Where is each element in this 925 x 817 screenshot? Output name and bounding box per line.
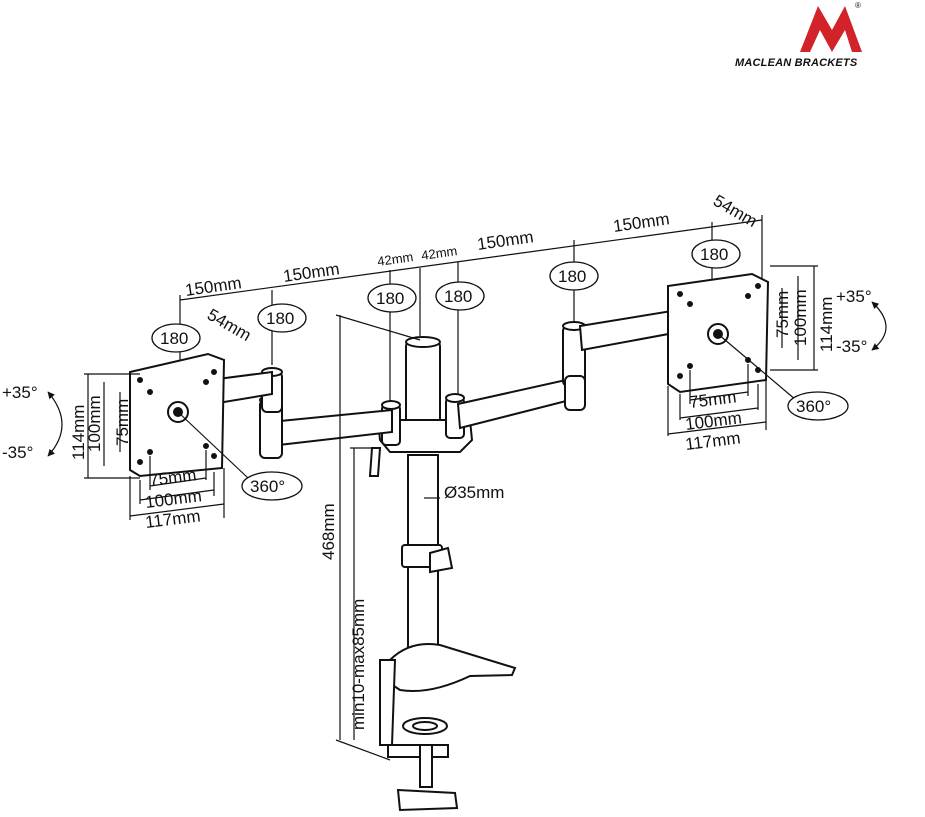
logo-text: MACLEAN BRACKETS (735, 57, 858, 69)
clamp-foot (387, 744, 449, 758)
pole-top (405, 341, 441, 433)
base-plate (383, 643, 517, 693)
svg-text:180: 180 (558, 267, 586, 286)
dim-center-42a: 42mm (376, 249, 414, 269)
right-h114: 114mm (817, 297, 836, 352)
rotation-badge-360-right: 360° (787, 391, 849, 421)
brand-logo: ® MACLEAN BRACKETS (735, 1, 862, 69)
rotation-badge-360-left: 360° (241, 471, 303, 501)
svg-text:180: 180 (444, 287, 472, 306)
right-tilt-down: -35° (836, 337, 867, 356)
dim-right-150b: 150mm (612, 209, 671, 236)
arms (208, 306, 691, 459)
rotation-badge-5: 180 (549, 261, 599, 291)
clamp-frame (379, 659, 397, 746)
dimension-lines (47, 215, 887, 761)
left-h114: 114mm (69, 405, 88, 460)
registered-mark: ® (855, 1, 861, 10)
left-tilt-down: -35° (2, 443, 33, 462)
right-vesa-plate (667, 272, 770, 394)
collar-knob (429, 546, 454, 574)
pole-diameter-label: Ø35mm (444, 483, 504, 502)
left-tilt-up: +35° (2, 383, 38, 402)
dim-left-150b: 150mm (282, 259, 341, 286)
clamp-screw (419, 744, 433, 788)
rotation-badge-1: 180 (151, 323, 201, 353)
left-vesa-plate (129, 352, 226, 478)
pole-labels: Ø35mm 468mm min10-max85mm (319, 483, 504, 730)
rotation-badge-3: 180 (367, 283, 417, 313)
svg-text:360°: 360° (250, 477, 285, 496)
dim-right-54: 54mm (710, 191, 760, 231)
clamp-disc-hole (412, 721, 438, 731)
svg-text:180: 180 (376, 289, 404, 308)
rotation-badges: 180 180 180 180 180 180 360° 360° (151, 239, 849, 501)
stand (368, 336, 517, 812)
svg-text:180: 180 (700, 245, 728, 264)
dim-right-150a: 150mm (476, 227, 535, 254)
clamp-handle (396, 788, 459, 812)
clamp-range-label: min10-max85mm (349, 599, 368, 730)
svg-text:360°: 360° (796, 397, 831, 416)
right-elbow-low (564, 375, 586, 411)
right-tilt-up: +35° (836, 287, 872, 306)
hub-handle (368, 447, 382, 477)
right-h100: 100mm (791, 289, 810, 346)
dim-left-54: 54mm (204, 305, 254, 345)
pole-top-cap (405, 336, 441, 348)
right-w75: 75mm (688, 387, 737, 412)
logo-mark-icon (800, 6, 862, 52)
dim-center-42b: 42mm (420, 243, 458, 263)
rotation-badge-4: 180 (435, 281, 485, 311)
left-inner-arm (269, 408, 393, 448)
dim-left-150a: 150mm (184, 273, 243, 300)
left-h75: 75mm (113, 399, 132, 446)
svg-text:180: 180 (266, 309, 294, 328)
rotation-badge-2: 180 (257, 303, 307, 333)
left-h100: 100mm (85, 395, 104, 452)
rotation-badge-6: 180 (691, 239, 741, 269)
svg-text:180: 180 (160, 329, 188, 348)
right-inner-arm (456, 376, 580, 430)
right-h75: 75mm (773, 291, 792, 338)
pole-height-label: 468mm (319, 503, 338, 560)
